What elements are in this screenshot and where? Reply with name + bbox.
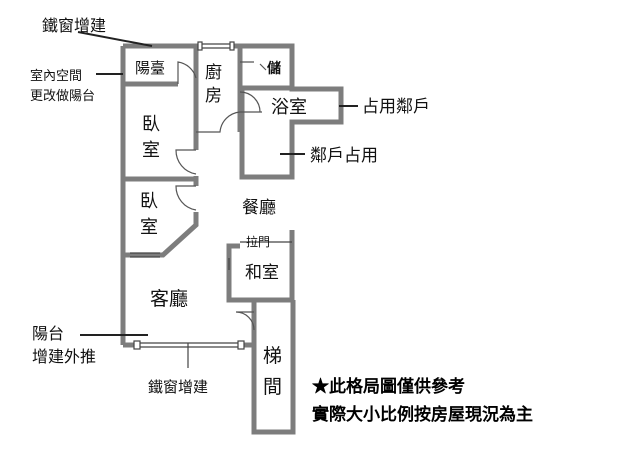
wall-stair <box>251 300 296 435</box>
window-top <box>198 43 234 49</box>
door-bed2 <box>175 185 197 211</box>
wall-top-outer <box>123 43 344 180</box>
room-tatami: 和室 <box>245 263 279 283</box>
room-kitchen-1: 廚 <box>205 62 222 83</box>
room-stair-2: 間 <box>263 376 282 398</box>
note-line2: 實際大小比例按房屋現況為主 <box>312 404 533 425</box>
leaders <box>77 31 358 336</box>
thin-lines <box>130 41 292 368</box>
doors <box>175 61 267 331</box>
room-sliding-door: 拉門 <box>246 234 270 249</box>
door-kitchen <box>196 111 241 133</box>
window-bed2 <box>130 252 160 258</box>
wall-tatami <box>226 230 295 303</box>
room-stair-1: 梯 <box>263 345 282 367</box>
door-balcony <box>177 61 197 84</box>
window-bottom <box>140 342 240 348</box>
anno-indoor-2: 更改做陽台 <box>30 89 95 104</box>
wall-bed2-right <box>123 212 199 258</box>
room-dining: 餐廳 <box>242 198 276 218</box>
anno-iron-window-top: 鐵窗增建 <box>42 16 106 35</box>
anno-balcony-ext-1: 陽台 <box>32 324 64 343</box>
room-bed1-1: 臥 <box>142 114 160 135</box>
anno-indoor-1: 室內空間 <box>30 68 82 84</box>
room-storage: 儲 <box>266 60 281 77</box>
room-bed2-2: 室 <box>140 217 158 238</box>
door-bath <box>239 91 262 113</box>
room-living: 客廳 <box>150 288 188 310</box>
window-bottom-post-left <box>133 340 141 350</box>
room-bath: 浴室 <box>271 97 307 118</box>
window-top-post-left <box>197 41 203 51</box>
room-kitchen-2: 房 <box>205 86 222 106</box>
window-bottom-post-right <box>237 340 245 350</box>
door-stair <box>235 311 255 331</box>
room-balcony: 陽臺 <box>135 59 165 77</box>
walls <box>120 43 344 435</box>
door-storage <box>240 61 267 71</box>
room-bed2-1: 臥 <box>140 191 158 212</box>
anno-neighbor-occupy: 鄰戶占用 <box>310 146 378 166</box>
anno-balcony-ext-2: 增建外推 <box>32 347 96 366</box>
anno-iron-window-bottom: 鐵窗增建 <box>148 378 208 396</box>
window-top-post-right <box>229 41 235 51</box>
leader-iron-top <box>77 31 153 47</box>
anno-occupy-neighbor: 占用鄰戶 <box>362 97 430 117</box>
note-line1: ★此格局圖僅供參考 <box>312 376 465 397</box>
room-bed1-2: 室 <box>142 140 160 161</box>
door-bed1 <box>175 149 197 175</box>
